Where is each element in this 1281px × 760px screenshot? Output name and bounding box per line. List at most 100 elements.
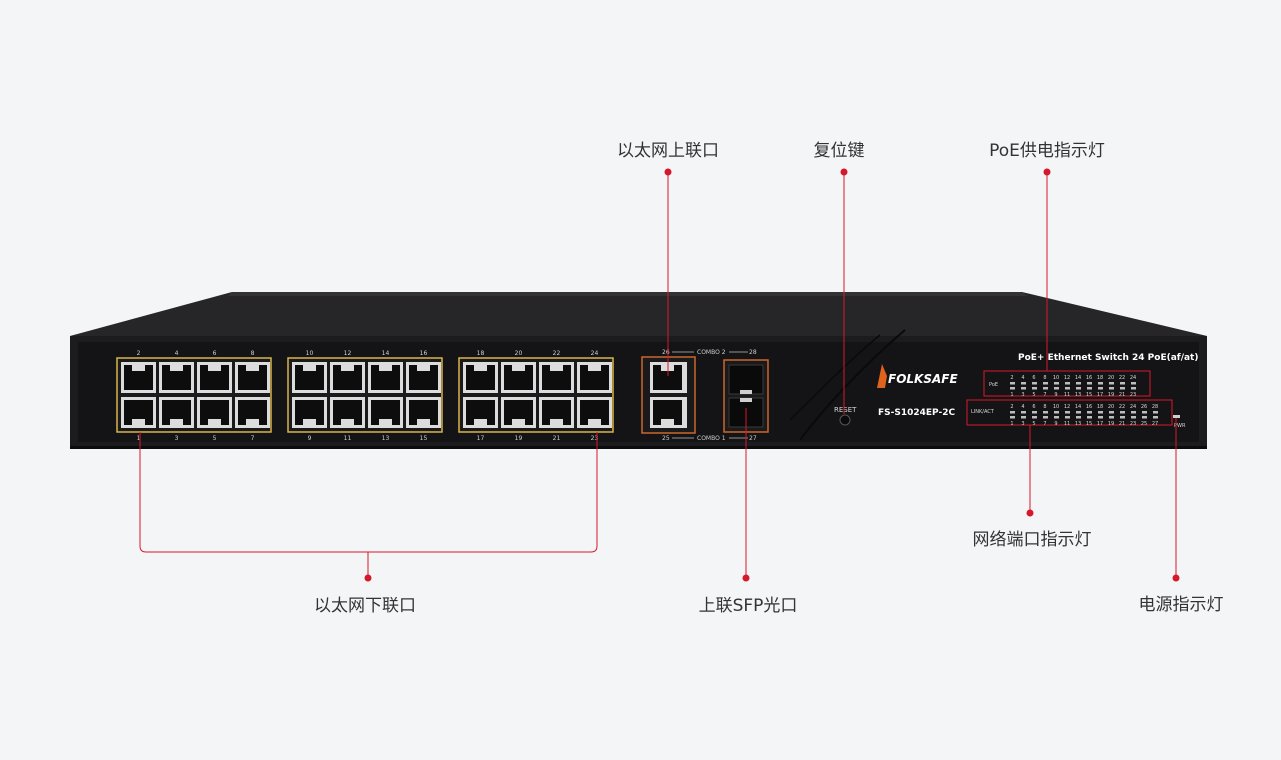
led-indicator <box>1120 382 1125 385</box>
led-indicator <box>1120 411 1125 414</box>
switch-header-text: PoE+ Ethernet Switch 24 PoE(af/at) <box>1018 353 1198 363</box>
led-indicator <box>1010 387 1015 390</box>
led-indicator <box>1131 416 1136 419</box>
reset-text: RESET <box>834 406 857 414</box>
rj45-port-18 <box>463 362 498 393</box>
port-number-top: 4 <box>175 350 179 357</box>
port-number-top: 22 <box>553 350 561 357</box>
led-number-top: 8 <box>1043 404 1046 410</box>
rj45-port-1 <box>121 397 156 428</box>
led-number-top: 22 <box>1119 375 1125 381</box>
rj45-port-7 <box>235 397 270 428</box>
port-number-top: 6 <box>213 350 217 357</box>
label-network-port-indicator: 网络端口指示灯 <box>972 530 1092 550</box>
port-number-bottom: 23 <box>591 435 599 442</box>
led-indicator <box>1032 416 1037 419</box>
led-indicator <box>1109 382 1114 385</box>
combo-port-25 <box>650 397 687 428</box>
led-number-top: 14 <box>1075 404 1081 410</box>
led-number-top: 6 <box>1032 375 1035 381</box>
led-indicator <box>1131 382 1136 385</box>
rj45-port-22 <box>539 362 574 393</box>
pwr-label: PWR <box>1174 423 1186 429</box>
brand-logo-icon <box>877 364 887 388</box>
led-indicator <box>1010 416 1015 419</box>
link-leds: 2143658710912111413161518172019222124232… <box>1010 404 1158 427</box>
port-number-top: 16 <box>420 350 428 357</box>
combo-bottom-label: COMBO 1 <box>697 435 726 442</box>
rj45-port-5 <box>197 397 232 428</box>
port-number-bottom: 1 <box>137 435 141 442</box>
rj45-port-9 <box>292 397 327 428</box>
led-indicator <box>1076 416 1081 419</box>
rj45-port-4 <box>159 362 194 393</box>
rj45-port-17 <box>463 397 498 428</box>
led-indicator <box>1109 387 1114 390</box>
led-number-bottom: 3 <box>1021 421 1024 427</box>
led-indicator <box>1087 382 1092 385</box>
led-indicator <box>1043 416 1048 419</box>
port-number-top: 14 <box>382 350 390 357</box>
port-number-bottom: 5 <box>213 435 217 442</box>
rj45-port-13 <box>368 397 403 428</box>
led-number-top: 14 <box>1075 375 1081 381</box>
port-number-top: 20 <box>515 350 523 357</box>
label-uplink-ethernet: 以太网上联口 <box>617 141 719 161</box>
combo-top-label: COMBO 2 <box>697 349 726 356</box>
svg-text:28: 28 <box>749 349 757 356</box>
led-number-top: 4 <box>1021 375 1024 381</box>
port-number-bottom: 17 <box>477 435 485 442</box>
led-indicator <box>1098 416 1103 419</box>
led-indicator <box>1098 411 1103 414</box>
port-number-top: 18 <box>477 350 485 357</box>
port-number-top: 24 <box>591 350 599 357</box>
led-number-bottom: 15 <box>1086 421 1092 427</box>
led-indicator <box>1076 382 1081 385</box>
led-number-top: 18 <box>1097 375 1103 381</box>
brand-name: FOLKSAFE <box>888 372 958 386</box>
led-number-top: 24 <box>1130 404 1136 410</box>
led-number-top: 2 <box>1010 404 1013 410</box>
led-number-bottom: 19 <box>1108 421 1114 427</box>
rj45-port-3 <box>159 397 194 428</box>
poe-led-box <box>983 370 1151 397</box>
led-indicator <box>1065 416 1070 419</box>
led-number-bottom: 5 <box>1032 392 1035 398</box>
rj45-port-8 <box>235 362 270 393</box>
svg-text:25: 25 <box>662 435 670 442</box>
led-indicator <box>1131 387 1136 390</box>
led-indicator <box>1131 411 1136 414</box>
rj45-port-19 <box>501 397 536 428</box>
label-reset-key: 复位键 <box>813 141 865 161</box>
led-indicator <box>1054 382 1059 385</box>
led-number-bottom: 5 <box>1032 421 1035 427</box>
port-number-top: 8 <box>251 350 255 357</box>
reset-button[interactable] <box>839 414 851 426</box>
led-number-bottom: 23 <box>1130 421 1136 427</box>
led-indicator <box>1109 411 1114 414</box>
led-indicator <box>1142 411 1147 414</box>
rj45-port-2 <box>121 362 156 393</box>
led-indicator <box>1120 416 1125 419</box>
rj45-port-16 <box>406 362 441 393</box>
link-led-box <box>966 399 1173 426</box>
led-indicator <box>1076 411 1081 414</box>
rj45-port-23 <box>577 397 612 428</box>
rj45-port-6 <box>197 362 232 393</box>
led-indicator <box>1065 382 1070 385</box>
port-number-bottom: 21 <box>553 435 561 442</box>
led-indicator <box>1021 411 1026 414</box>
led-number-top: 2 <box>1010 375 1013 381</box>
led-number-bottom: 15 <box>1086 392 1092 398</box>
poe-row-label: PoE <box>989 382 998 388</box>
svg-text:26: 26 <box>662 349 670 356</box>
led-number-bottom: 13 <box>1075 392 1081 398</box>
led-number-bottom: 3 <box>1021 392 1024 398</box>
led-number-bottom: 21 <box>1119 421 1125 427</box>
led-indicator <box>1087 416 1092 419</box>
led-number-top: 20 <box>1108 404 1114 410</box>
led-indicator <box>1021 416 1026 419</box>
led-indicator <box>1043 387 1048 390</box>
